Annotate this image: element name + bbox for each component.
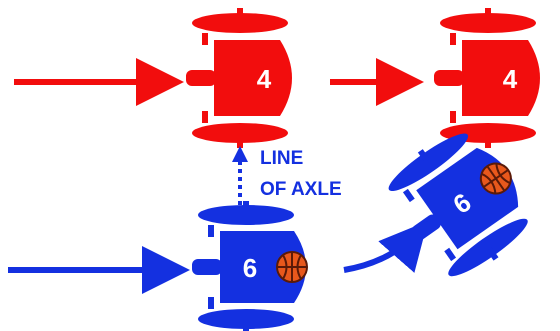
blue-player-start: 6 xyxy=(192,201,308,331)
wheelchair-icon xyxy=(434,8,540,148)
axle-label-line1: LINE xyxy=(260,148,303,169)
axle-label-line2: OF AXLE xyxy=(260,179,342,200)
blue-arrow-curve xyxy=(343,220,428,273)
red-player-end: 4 xyxy=(434,8,540,148)
axle-arrow-head xyxy=(232,146,248,162)
line-of-axle-indicator: LINE OF AXLE xyxy=(232,146,342,205)
basketball-icon xyxy=(276,251,308,283)
red-player-start: 4 xyxy=(186,8,292,148)
wheelchair-icon xyxy=(192,201,306,331)
blue-start-number: 6 xyxy=(243,253,257,283)
red-end-number: 4 xyxy=(503,64,518,94)
wheelchair-icon xyxy=(186,8,292,148)
blue-player-end: 6 xyxy=(388,133,528,277)
basketball-icon xyxy=(479,162,512,195)
red-start-number: 4 xyxy=(257,64,272,94)
